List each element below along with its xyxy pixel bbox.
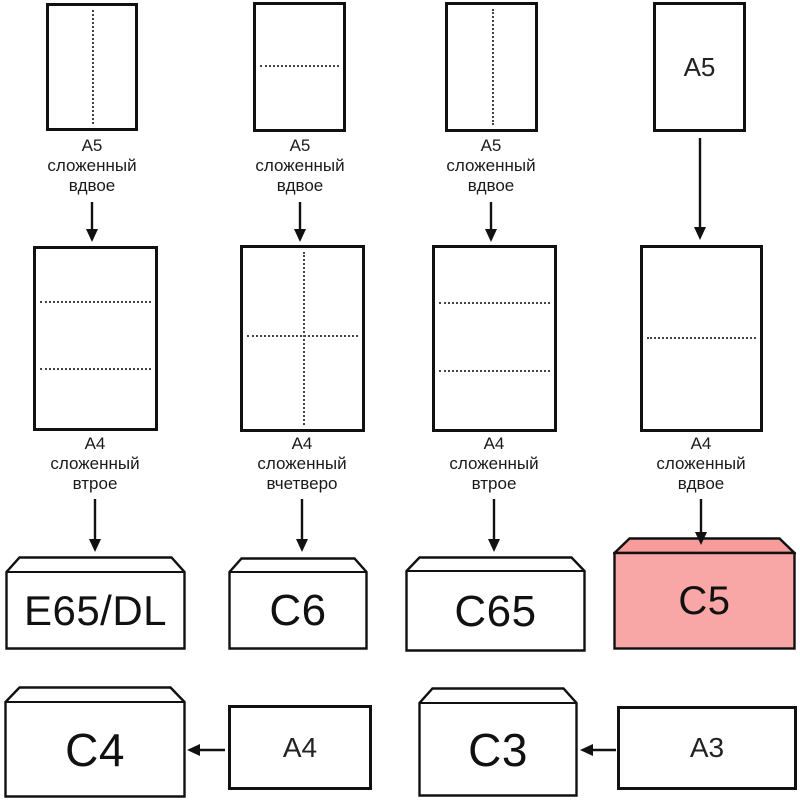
down-arrow-icon [693,499,709,545]
envelope-name: C4 [65,724,125,776]
envelope-c6: C6 [228,557,368,650]
down-arrow-icon [486,499,502,552]
fold-line-horizontal [439,370,550,372]
fold-line-horizontal [40,301,151,303]
down-arrow-icon [292,202,308,242]
fold-line-horizontal [247,335,358,337]
envelope-shape [405,556,586,652]
envelope-c5-highlighted: C5 [613,537,796,650]
caption-a4-col4: A4 сложенный вдвое [656,434,746,493]
sheet-a4-col4 [640,245,763,432]
envelope-name: C6 [269,586,327,635]
left-arrow-icon [580,742,616,758]
envelope-name: C5 [678,579,731,623]
fold-line-horizontal [40,368,151,370]
sheet-a4-col1 [33,246,158,431]
envelope-shape [5,556,186,650]
envelope-shape [613,537,796,650]
envelope-e65dl: E65/DL [5,556,186,650]
fold-line-horizontal [260,64,339,67]
caption-a4-col3: A4 сложенный втрое [449,434,539,493]
sheet-a3-flat: A3 [617,706,797,790]
sheet-a5-col2 [253,2,346,132]
caption-a5-col3: A5 сложенный вдвое [446,136,536,195]
envelope-shape [228,557,368,650]
caption-a5-col2: A5 сложенный вдвое [255,136,345,195]
sheet-a5-col1 [46,3,138,131]
envelope-name: E65/DL [23,587,168,634]
envelope-shape [418,687,578,797]
envelope-name: C65 [454,586,537,636]
envelope-shape [4,686,186,798]
caption-a5-col1: A5 сложенный вдвое [47,136,137,195]
sheet-a4-flat: A4 [228,705,372,790]
fold-line-vertical [92,10,94,124]
down-arrow-icon [84,202,100,242]
envelope-c65: C65 [405,556,586,652]
down-arrow-icon [483,202,499,242]
sheet-a5-col3 [445,2,538,132]
caption-a4-col1: A4 сложенный втрое [50,434,140,493]
down-arrow-icon [692,138,708,240]
sheet-a4-col3 [432,245,557,432]
sheet-a5-inner-label: A5 [683,51,716,82]
fold-line-horizontal [439,302,550,304]
fold-line-vertical [491,9,494,125]
envelope-c3: C3 [418,687,578,797]
down-arrow-icon [294,499,310,552]
sheet-label: A4 [282,731,318,763]
sheet-label: A3 [689,732,725,763]
down-arrow-icon [87,499,103,552]
fold-line-vertical [302,252,305,425]
envelope-name: C3 [468,724,528,776]
caption-a4-col2: A4 сложенный вчетверо [257,434,347,493]
fold-line-horizontal [647,337,756,339]
sheet-a5-col4: A5 [653,2,746,132]
sheet-a4-col2 [240,245,365,432]
envelope-c4: C4 [4,686,186,798]
left-arrow-icon [187,742,225,758]
